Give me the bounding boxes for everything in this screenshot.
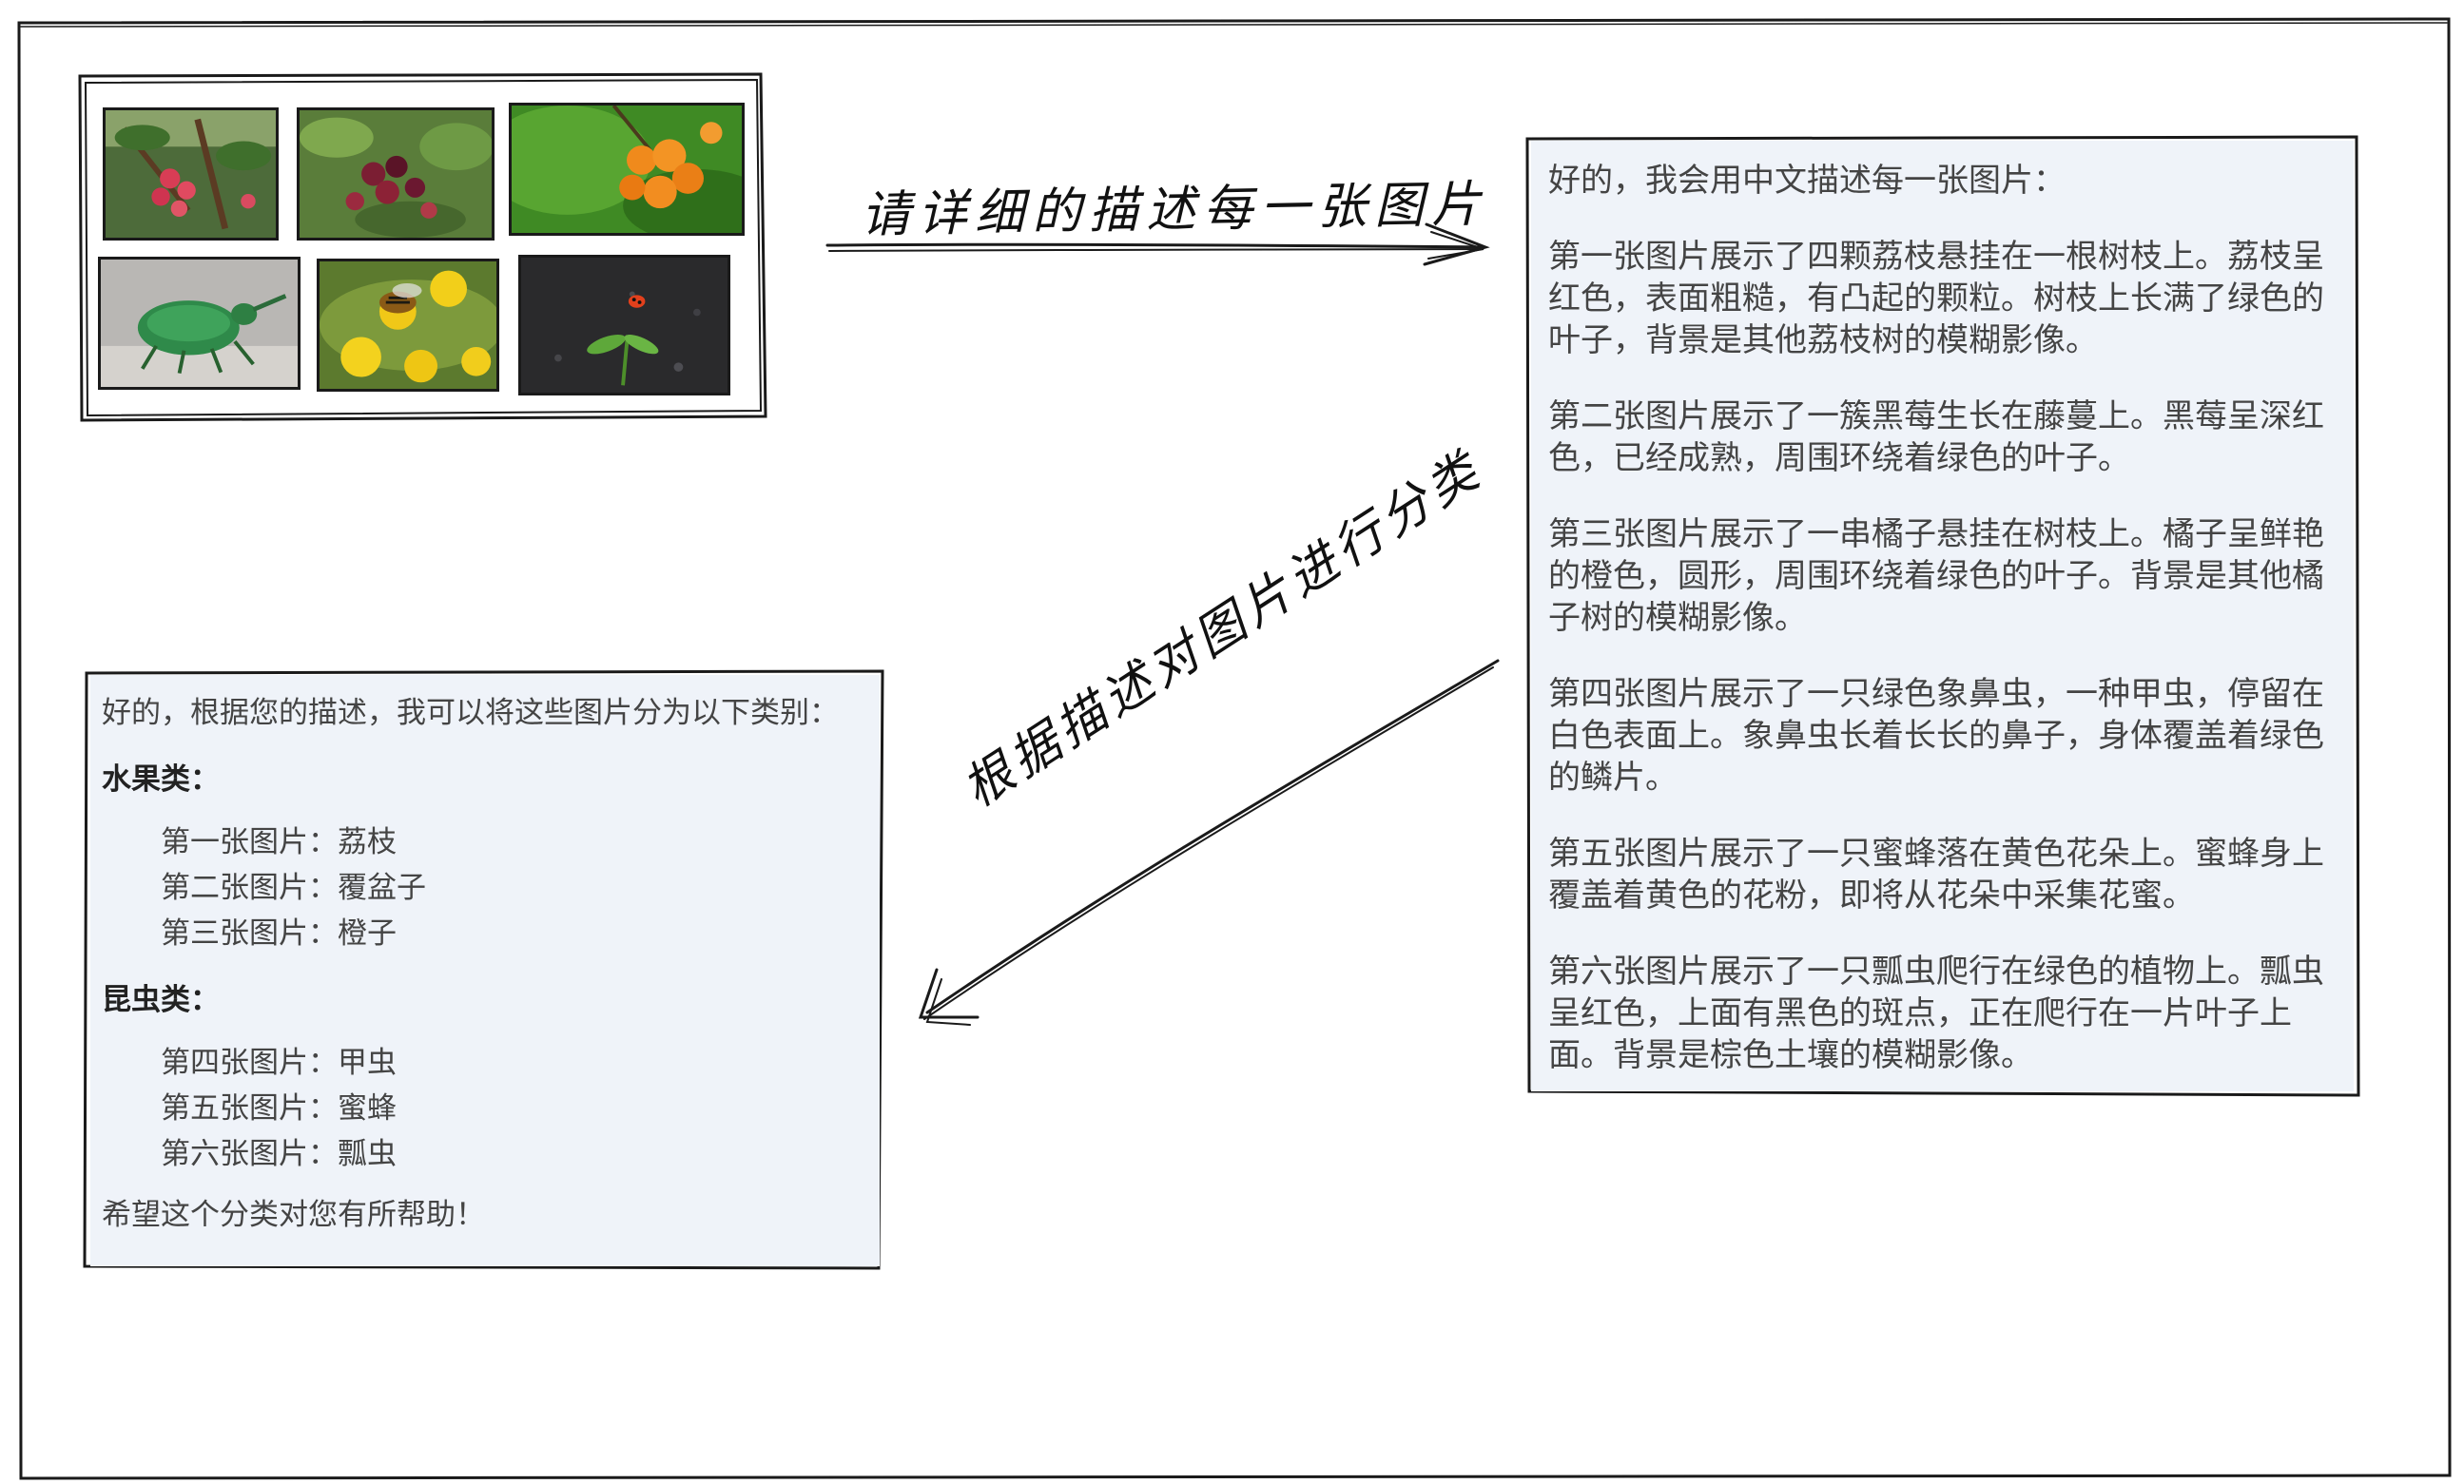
list-item: 第六张图片：瓢虫 [161, 1137, 397, 1171]
description-paragraph-1: 第一张图片展示了四颗荔枝悬挂在一根树枝上。荔枝呈红色，表面粗糙，有凸起的颗粒。树… [1548, 238, 2324, 359]
list-item: 第二张图片：覆盆子 [161, 871, 426, 905]
bee-photo [317, 259, 499, 392]
description-paragraph-3: 第三张图片展示了一串橘子悬挂在树枝上。橘子呈鲜艳的橙色，圆形，周围环绕着绿色的叶… [1548, 515, 2324, 637]
group-list-fruit: 第一张图片：荔枝 第二张图片：覆盆子 第三张图片：橙子 [102, 819, 868, 956]
description-intro: 好的，我会用中文描述每一张图片： [1548, 162, 2066, 200]
classification-box-border [83, 669, 884, 1270]
list-item: 第一张图片：荔枝 [161, 825, 397, 859]
orange-photo [509, 103, 745, 236]
group-title-insect: 昆虫类： [102, 983, 220, 1017]
ladybug-photo [518, 255, 730, 395]
classification-box: 好的，根据您的描述，我可以将这些图片分为以下类别： 水果类： 第一张图片：荔枝 … [90, 675, 880, 1266]
weevil-photo [98, 257, 301, 390]
list-item: 第四张图片：甲虫 [161, 1046, 397, 1080]
blackberry-photo [297, 107, 495, 241]
description-paragraph-6: 第六张图片展示了一只瓢虫爬行在绿色的植物上。瓢虫呈红色，上面有黑色的斑点，正在爬… [1548, 953, 2324, 1074]
description-paragraph-2: 第二张图片展示了一簇黑莓生长在藤蔓上。黑莓呈深红色，已经成熟，周围环绕着绿色的叶… [1548, 397, 2324, 477]
description-paragraph-4: 第四张图片展示了一只绿色象鼻虫，一种甲虫，停留在白色表面上。象鼻虫长着长长的鼻子… [1548, 675, 2324, 797]
description-box-border [1525, 135, 2360, 1097]
arrow-classify [925, 659, 1500, 1014]
classification-intro: 好的，根据您的描述，我可以将这些图片分为以下类别： [102, 696, 839, 730]
list-item: 第三张图片：橙子 [161, 916, 397, 951]
edge-label-describe: 请详细的描述每一张图片 [860, 176, 1489, 244]
list-item: 第五张图片：蜜蜂 [161, 1091, 397, 1126]
arrow-describe [825, 242, 1485, 249]
group-list-insect: 第四张图片：甲虫 第五张图片：蜜蜂 第六张图片：瓢虫 [102, 1040, 868, 1177]
canvas-frame [17, 17, 2452, 1480]
description-box: 好的，我会用中文描述每一张图片： 第一张图片展示了四颗荔枝悬挂在一根树枝上。荔枝… [1531, 141, 2354, 1091]
lychee-photo [103, 107, 279, 241]
group-title-fruit: 水果类： [102, 762, 220, 797]
classification-closing: 希望这个分类对您有所帮助！ [102, 1198, 485, 1232]
description-paragraph-5: 第五张图片展示了一只蜜蜂落在黄色花朵上。蜜蜂身上覆盖着黄色的花粉，即将从花朵中采… [1548, 835, 2324, 915]
image-group-border [78, 72, 767, 422]
